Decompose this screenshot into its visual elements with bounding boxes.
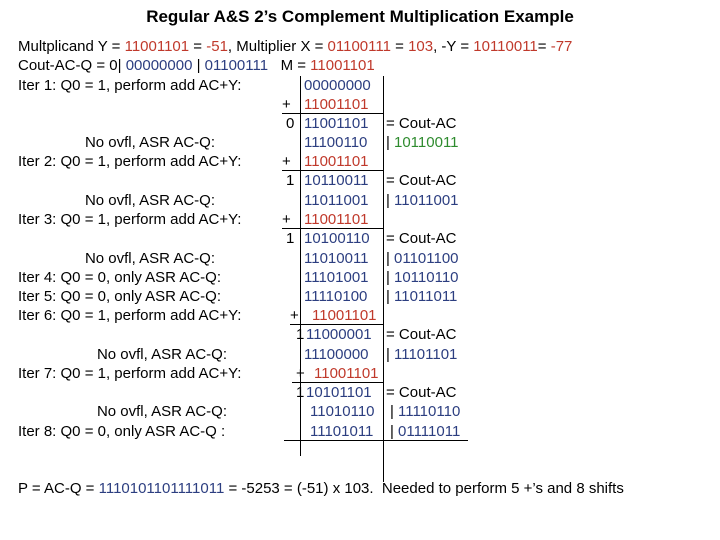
iter6-sum: 11000001 (306, 326, 372, 343)
iter6-eq: = Cout-AC (386, 326, 457, 343)
divider-bar: | (386, 250, 390, 267)
iter2-addend: 11001101 (304, 153, 369, 170)
iter6-asr-q: 11101101 (394, 346, 458, 363)
iter4-asr-q: 10110110 (394, 269, 459, 286)
iter8-asr-q: 01111011 (398, 423, 461, 440)
iter4-asr-ac: 11101001 (304, 269, 369, 286)
iter2-asr-label: No ovfl, ASR AC-Q: (84, 192, 215, 209)
plus-sign: + (282, 211, 291, 228)
divider-line-ac (300, 76, 301, 456)
iter1-eq: = Cout-AC (386, 115, 457, 132)
plus-sign: + (282, 96, 291, 113)
iter6-label: Iter 6: Q0 = 1, perform add AC+Y: (18, 307, 242, 324)
iter7-addend: 11001101 (314, 365, 379, 382)
iter3-label: Iter 3: Q0 = 1, perform add AC+Y: (18, 211, 242, 228)
sum-rule (282, 113, 383, 114)
divider-bar: | (386, 269, 390, 286)
iter1-carry: 0 (286, 115, 295, 132)
iter5-label: Iter 5: Q0 = 0, only ASR AC-Q: (18, 288, 222, 305)
iter1-label: Iter 1: Q0 = 1, perform add AC+Y: (18, 77, 242, 94)
plus-sign: + (282, 153, 291, 170)
iter2-sum: 10110011 (304, 172, 369, 189)
iter1-sum: 11001101 (304, 115, 369, 132)
iter5-asr-q: 11011011 (394, 288, 458, 305)
iter3-asr-label: No ovfl, ASR AC-Q: (84, 250, 215, 267)
iter6-addend: 11001101 (312, 307, 377, 324)
page-title: Regular A&S 2’s Complement Multiplicatio… (146, 7, 574, 26)
sum-rule (282, 228, 383, 229)
divider-bar: | (386, 346, 390, 363)
iter7-sum: 10101101 (306, 384, 372, 401)
iter1-ac: 00000000 (304, 77, 371, 94)
iter2-carry: 1 (286, 172, 295, 189)
sum-rule (282, 170, 383, 171)
initial-register-line: Cout-AC-Q = 0| 00000000 | 01100111 M = 1… (18, 57, 375, 74)
iter8-asr-ac: 11101011 (310, 423, 374, 440)
sum-rule (292, 382, 383, 383)
iter3-eq: = Cout-AC (386, 230, 457, 247)
iter7-label: Iter 7: Q0 = 1, perform add AC+Y: (18, 365, 242, 382)
iter5-asr-ac: 11110100 (304, 288, 368, 305)
plus-sign: + (290, 307, 299, 324)
product-line: P = AC-Q = 1110101101111011 = -5253 = (-… (18, 480, 624, 497)
iter4-label: Iter 4: Q0 = 0, only ASR AC-Q: (18, 269, 222, 286)
iter8-label: Iter 8: Q0 = 0, only ASR AC-Q : (18, 423, 226, 440)
iter3-sum: 10100110 (304, 230, 370, 247)
divider-bar: | (386, 288, 390, 305)
divider-line-q (383, 76, 384, 482)
sum-rule (290, 324, 383, 325)
iter3-asr-ac: 11010011 (304, 250, 369, 267)
divider-bar: | (386, 192, 390, 209)
divider-bar: | (386, 134, 390, 151)
iter1-asr-q: 10110011 (394, 134, 459, 151)
iter6-asr-ac: 11100000 (304, 346, 369, 363)
iter3-addend: 11001101 (304, 211, 369, 228)
iter7-eq: = Cout-AC (386, 384, 457, 401)
iter2-asr-q: 11011001 (394, 192, 459, 209)
multiplicand-line: Multplicand Y = 11001101 = -51, Multipli… (18, 38, 573, 55)
iter6-asr-label: No ovfl, ASR AC-Q: (96, 346, 227, 363)
iter2-label: Iter 2: Q0 = 1, perform add AC+Y: (18, 153, 242, 170)
divider-bar: | (390, 403, 394, 420)
iter7-asr-q: 11110110 (398, 403, 461, 420)
result-rule (284, 440, 468, 441)
iter1-asr-ac: 11100110 (304, 134, 368, 151)
iter7-asr-ac: 11010110 (310, 403, 375, 420)
iter1-addend: 11001101 (304, 96, 369, 113)
iter3-asr-q: 01101100 (394, 250, 459, 267)
divider-bar: | (390, 423, 394, 440)
iter2-asr-ac: 11011001 (304, 192, 369, 209)
iter1-asr-label: No ovfl, ASR AC-Q: (84, 134, 215, 151)
iter3-carry: 1 (286, 230, 295, 247)
iter2-eq: = Cout-AC (386, 172, 457, 189)
iter7-asr-label: No ovfl, ASR AC-Q: (96, 403, 227, 420)
